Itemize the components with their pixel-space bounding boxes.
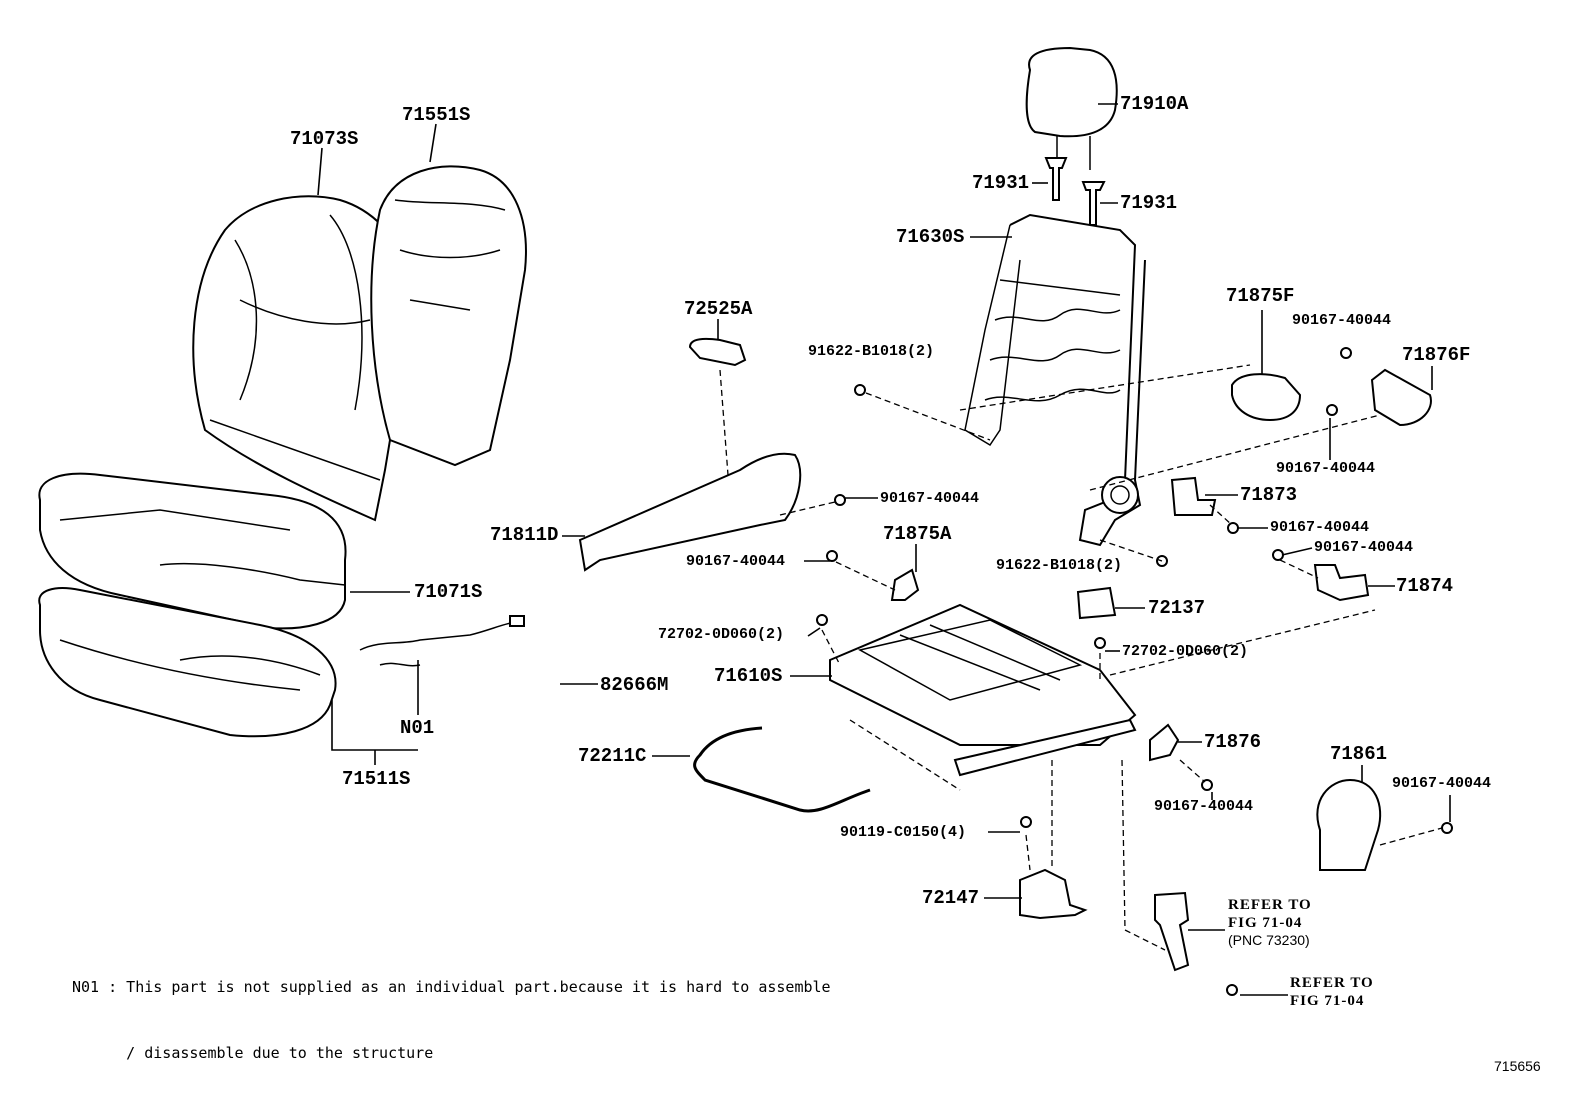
label-71931-b: 71931: [1120, 192, 1178, 214]
label-71511S: 71511S: [342, 768, 411, 790]
label-90167-g: 90167-40044: [1392, 775, 1492, 792]
label-82666M: 82666M: [600, 674, 669, 696]
label-90167-e: 90167-40044: [686, 553, 786, 570]
label-71910A: 71910A: [1120, 93, 1189, 115]
headrest: [1025, 46, 1118, 170]
label-71875F: 71875F: [1226, 285, 1295, 307]
refer-line2: FIG 71-04: [1228, 915, 1303, 931]
label-72211C: 72211C: [578, 745, 647, 767]
bracket-72147: [1019, 868, 1088, 920]
bracket-72137: [1076, 586, 1117, 620]
label-71071S: 71071S: [414, 581, 483, 603]
footnote-line1: N01 : This part is not supplied as an in…: [72, 978, 831, 996]
leader-lines: [317, 103, 1451, 996]
label-71861: 71861: [1330, 743, 1388, 765]
wire-harness: [359, 615, 525, 667]
label-90167-a: 90167-40044: [1292, 312, 1392, 329]
label-71811D: 71811D: [490, 524, 559, 546]
refer-callout-buckle[interactable]: REFER TO FIG 71-04 (PNC 73230): [1228, 896, 1312, 949]
seatback-cover: [192, 195, 417, 522]
assembly-lines: [719, 364, 1443, 951]
seat-belt-buckle: [1154, 891, 1190, 972]
label-90167-c: 90167-40044: [880, 490, 980, 507]
recliner-cover-outer: [1231, 373, 1302, 422]
bolt-72702-a: [816, 614, 828, 626]
label-90167-f: 90167-40044: [1314, 539, 1414, 556]
label-N01: N01: [400, 717, 435, 739]
refer-callout-bolt[interactable]: REFER TO FIG 71-04: [1290, 974, 1374, 1010]
label-91622-a: 91622-B1018(2): [808, 343, 935, 360]
label-71876: 71876: [1204, 731, 1262, 753]
seat-cover-71861: [1316, 778, 1382, 871]
footnote-line2: / disassemble due to the structure: [72, 1044, 434, 1062]
bolt-90167-b: [1326, 404, 1338, 416]
footnote: N01 : This part is not supplied as an in…: [72, 932, 831, 1086]
rod-72211C: [693, 726, 871, 813]
label-71073S: 71073S: [290, 128, 359, 150]
label-71610S: 71610S: [714, 665, 783, 687]
bracket-71876: [1149, 723, 1180, 762]
bolt-90119: [1020, 816, 1032, 828]
label-90167-h: 90167-40044: [1154, 798, 1254, 815]
bracket-71875A: [890, 568, 920, 601]
bracket-71874: [1313, 564, 1370, 602]
refer-line1: REFER TO: [1290, 975, 1374, 991]
headrest-guides: [1044, 157, 1106, 226]
bolt-90167-c: [834, 494, 846, 506]
seat-side-shield: [578, 452, 802, 572]
label-71876F: 71876F: [1402, 344, 1471, 366]
seatback-frame: [964, 213, 1146, 547]
bolt-90167-f: [1272, 549, 1284, 561]
bolt-72702-b: [1094, 637, 1106, 649]
label-90119: 90119-C0150(4): [840, 824, 967, 841]
bolt-90167-g: [1201, 779, 1213, 791]
illustration-id: 715656: [1494, 1058, 1541, 1074]
seatback-pad: [370, 165, 527, 467]
bolt-91622-a: [854, 384, 866, 396]
label-72525A: 72525A: [684, 298, 753, 320]
label-71630S: 71630S: [896, 226, 965, 248]
bolt-90167-h: [1441, 822, 1453, 834]
label-72702-a: 72702-0D060(2): [658, 626, 785, 643]
refer-line1: REFER TO: [1228, 897, 1312, 913]
recliner-cover-inner: [1370, 368, 1432, 427]
label-71551S: 71551S: [402, 104, 471, 126]
label-90167-d: 90167-40044: [1270, 519, 1370, 536]
refer-pnc: (PNC 73230): [1228, 932, 1310, 948]
label-72147: 72147: [922, 887, 980, 909]
bolt-belt: [1226, 984, 1238, 996]
label-71875A: 71875A: [883, 523, 952, 545]
label-72137: 72137: [1148, 597, 1206, 619]
seat-cushion-cover: [38, 472, 347, 630]
bracket-71873: [1170, 476, 1217, 516]
refer-line2: FIG 71-04: [1290, 993, 1365, 1009]
label-72702-b: 72702-0D060(2): [1122, 643, 1249, 660]
label-71874: 71874: [1396, 575, 1454, 597]
seat-track-adjuster: [829, 603, 1137, 777]
bolt-90167-a: [1340, 347, 1352, 359]
label-91622-b: 91622-B1018(2): [996, 557, 1123, 574]
label-90167-b: 90167-40044: [1276, 460, 1376, 477]
recliner-knob: [688, 337, 747, 367]
label-71873: 71873: [1240, 484, 1298, 506]
bolt-90167-d: [826, 550, 838, 562]
bolt-90167-e: [1227, 522, 1239, 534]
label-71931-a: 71931: [972, 172, 1030, 194]
seat-cushion-pad: [38, 587, 337, 738]
